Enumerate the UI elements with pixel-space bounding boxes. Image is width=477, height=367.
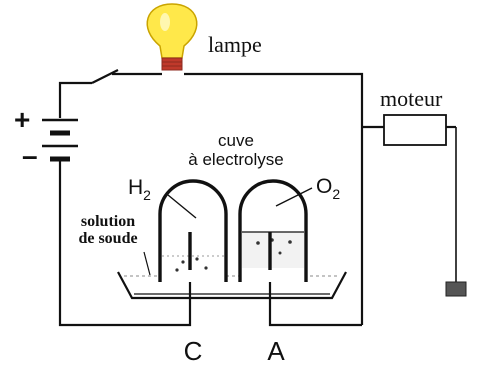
lamp-base [161,57,183,71]
oxygen-symbol: O [316,175,332,198]
battery-minus-sign: – [22,140,38,171]
solution-label-line1: solution [81,213,135,230]
switch-blade [91,69,119,84]
pointer-solution [143,251,151,276]
hydrogen-label: H2 [128,176,151,203]
electrode-label-a: A [267,336,285,366]
vessel-label-line2: à electrolyse [188,150,283,169]
tube-hydrogen [158,179,228,282]
lamp-icon [146,3,198,71]
solution-label-line2: de soude [78,230,137,247]
wire-bottom-right [268,270,362,327]
hydrogen-subscript: 2 [143,187,151,203]
oxygen-subscript: 2 [332,186,340,202]
oxygen-label: O2 [316,175,340,202]
pointer-hydrogen [167,194,197,219]
tube-oxygen-liquid [242,232,304,268]
wire-left-top [58,81,92,118]
lamp-highlight [160,13,170,31]
vessel-outline [117,271,347,300]
lamp-label: lampe [208,32,262,57]
wire-top-right [184,72,364,325]
vessel-label-line1: cuve [218,131,254,150]
battery-plus-sign: + [14,104,30,135]
battery [42,118,78,168]
lamp-bulb-glass [146,3,198,59]
hydrogen-symbol: H [128,176,143,199]
motor-icon [383,114,447,146]
hanging-weight [445,281,467,297]
motor-label: moteur [380,86,443,111]
pointer-oxygen [275,187,313,207]
electrode-label-c: C [184,336,203,366]
electrolysis-vessel [117,179,347,300]
